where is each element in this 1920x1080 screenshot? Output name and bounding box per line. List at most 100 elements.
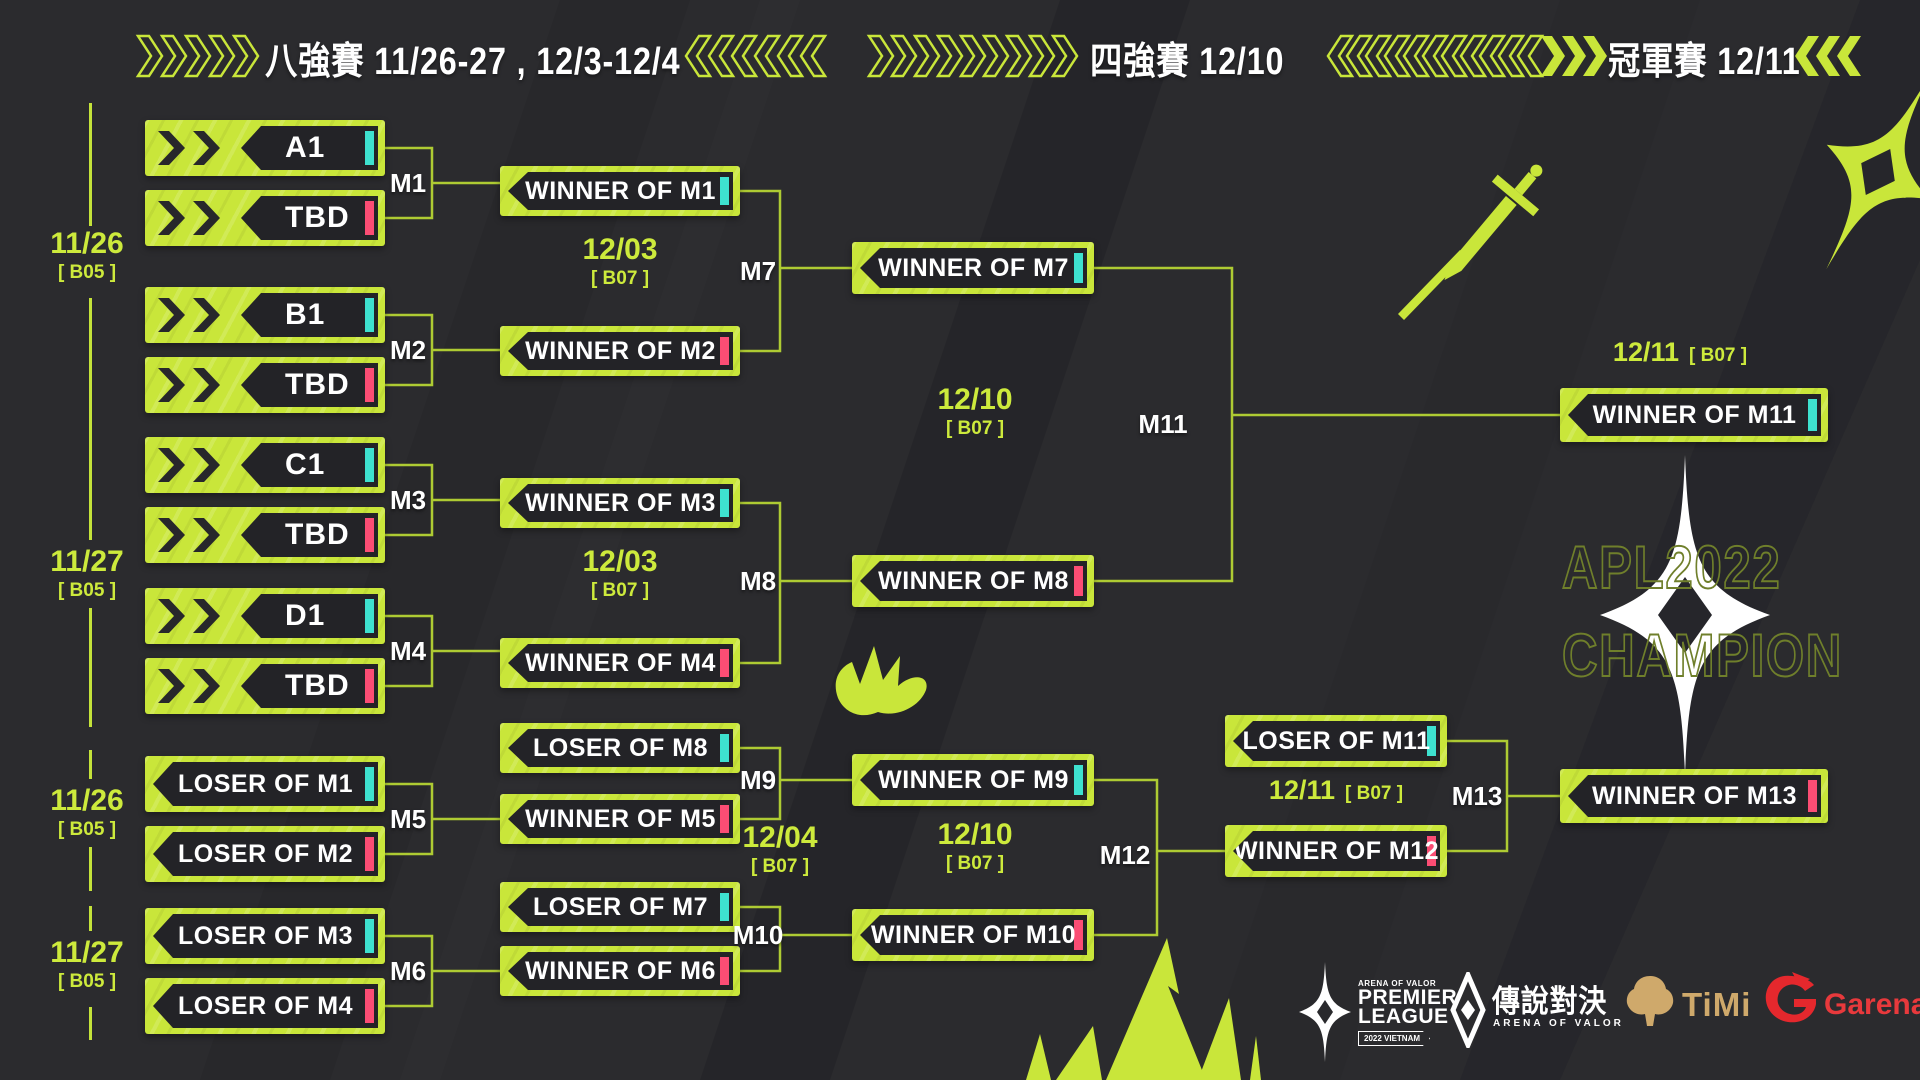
match-label-m11: M11 [1138,409,1188,439]
slot-panel: D1 [241,594,378,638]
pink-accent-bar [720,337,729,365]
timi-logo-text: TiMi [1682,986,1752,1023]
slot-panel: WINNER OF M4 [508,644,733,682]
slot-panel: LOSER OF M1 [153,762,378,806]
match-label-m9: M9 [739,765,777,795]
apl-logo: ARENA OF VALOR PREMIER LEAGUE 2022 VIETN… [1358,979,1457,1046]
crown-icon [835,646,927,716]
slot-tbd1[interactable]: TBD [145,190,385,246]
slot-winner-m6[interactable]: WINNER OF M6 [500,946,740,996]
match-label-m5: M5 [389,804,427,834]
slot-tbd2[interactable]: TBD [145,357,385,413]
cyan-accent-bar [365,131,374,165]
slot-winner-m9[interactable]: WINNER OF M9 [852,754,1094,806]
apl-logo-line1: PREMIER [1358,986,1458,1009]
chevron-right-icon [158,298,185,332]
pink-accent-bar [1074,566,1083,596]
slot-winner-m12[interactable]: WINNER OF M12 [1225,825,1447,877]
slot-winner-m11[interactable]: WINNER OF M11 [1560,388,1828,442]
slot-label: LOSER OF M1 [178,769,353,798]
slot-label: WINNER OF M4 [525,648,716,677]
slot-label: WINNER OF M2 [525,336,716,365]
cyan-accent-bar [720,893,729,921]
match-label-m13: M13 [1451,781,1503,811]
date-rail-segment [89,847,92,891]
cyan-accent-bar [1074,765,1083,795]
watermark-apl2022-champion: APL2022 CHAMPION [1561,524,1843,700]
slot-winner-m8[interactable]: WINNER OF M8 [852,555,1094,607]
slot-panel: LOSER OF M3 [153,914,378,958]
date-rail-segment [89,906,92,931]
rail-format: [ B05 ] [57,819,117,840]
slot-loser-m3[interactable]: LOSER OF M3 [145,908,385,964]
slot-label: B1 [285,298,326,331]
slot-loser-m8[interactable]: LOSER OF M8 [500,723,740,773]
slot-label: WINNER OF M8 [878,566,1069,595]
slot-loser-m7[interactable]: LOSER OF M7 [500,882,740,932]
cyan-accent-bar [1074,253,1083,283]
slot-winner-m5[interactable]: WINNER OF M5 [500,794,740,844]
slot-c1[interactable]: C1 [145,437,385,493]
slot-label: WINNER OF M3 [525,488,716,517]
cyan-accent-bar [720,177,729,205]
slot-winner-m3[interactable]: WINNER OF M3 [500,478,740,528]
watermark-line2: CHAMPION [1561,621,1843,690]
slot-winner-m13[interactable]: WINNER OF M13 [1560,769,1828,823]
match-label-m7: M7 [739,256,777,286]
slot-loser-m1[interactable]: LOSER OF M1 [145,756,385,812]
pink-accent-bar [720,957,729,985]
chevron-right-icon [158,599,185,633]
slot-winner-m1[interactable]: WINNER OF M1 [500,166,740,216]
slot-label: WINNER OF M9 [878,765,1069,794]
stage-date-m13: 12/11[ B07 ] [1236,774,1436,806]
slot-winner-m4[interactable]: WINNER OF M4 [500,638,740,688]
slot-winner-m10[interactable]: WINNER OF M10 [852,909,1094,961]
chevron-right-icon [193,669,220,703]
match-label-m10: M10 [732,920,784,950]
stage-date-m11: 12/10[ B07 ] [895,384,1055,440]
slot-loser-m4[interactable]: LOSER OF M4 [145,978,385,1034]
slot-winner-m2[interactable]: WINNER OF M2 [500,326,740,376]
slot-panel: A1 [241,126,378,170]
slot-panel: WINNER OF M6 [508,952,733,990]
stage-date-format: [ B07 ] [945,853,1005,874]
slot-panel: LOSER OF M7 [508,888,733,926]
slot-panel: LOSER OF M2 [153,832,378,876]
date-rail-segment [89,608,92,727]
team-chevrons-icon [158,298,220,332]
slot-label: LOSER OF M2 [178,839,353,868]
timi-icon [1626,976,1674,1026]
team-chevrons-icon [158,448,220,482]
chevron-right-icon [193,448,220,482]
date-rail-segment [89,103,92,226]
slot-panel: LOSER OF M8 [508,729,733,767]
stage-date-format: [ B07 ] [750,856,810,877]
slot-label: TBD [285,669,350,702]
stage-date-value: 12/03 [582,545,658,578]
slot-label: TBD [285,368,350,401]
slot-b1[interactable]: B1 [145,287,385,343]
match-label-m2: M2 [389,335,427,365]
slot-loser-m2[interactable]: LOSER OF M2 [145,826,385,882]
team-chevrons-icon [158,131,220,165]
chevrons-right-outline [866,33,1079,79]
stage-date-format: [ B07 ] [1689,345,1748,366]
pink-accent-bar [1808,780,1817,812]
slot-tbd4[interactable]: TBD [145,658,385,714]
slot-loser-m11[interactable]: LOSER OF M11 [1225,715,1447,767]
stage-date-value: 12/04 [742,821,818,854]
chevrons-left-outline [1325,33,1545,79]
match-label-m1: M1 [389,168,427,198]
slot-label: LOSER OF M11 [1242,726,1431,755]
stage-date-value: 12/03 [582,233,658,266]
date-rail-segment [89,750,92,779]
chevrons-left-outline [683,33,828,79]
slot-d1[interactable]: D1 [145,588,385,644]
chevron-right-icon [158,518,185,552]
slot-label: WINNER OF M12 [1233,836,1440,865]
slot-tbd3[interactable]: TBD [145,507,385,563]
slot-a1[interactable]: A1 [145,120,385,176]
chevron-right-icon [193,599,220,633]
slot-winner-m7[interactable]: WINNER OF M7 [852,242,1094,294]
pink-accent-bar [365,989,374,1023]
